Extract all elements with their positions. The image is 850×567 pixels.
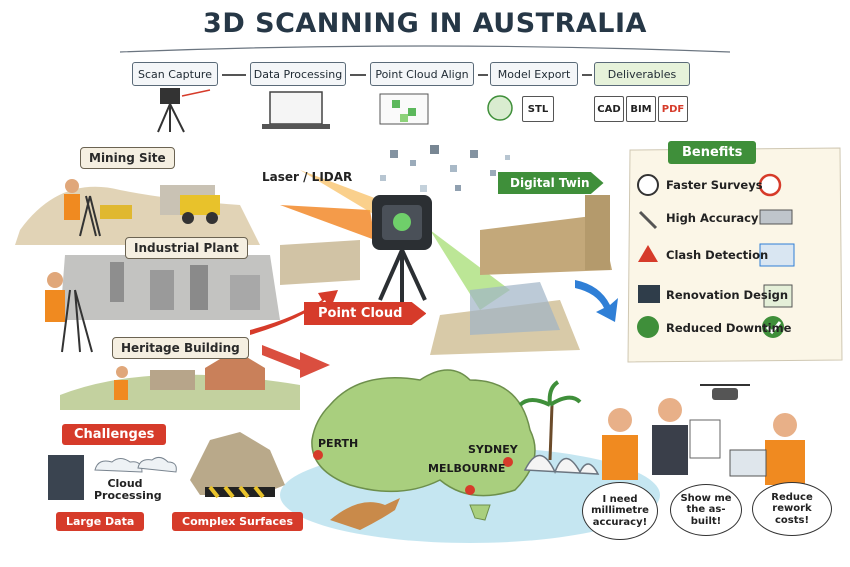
city-perth: PERTH xyxy=(318,437,359,450)
heritage-church xyxy=(480,215,612,275)
digital-twin-label: Digital Twin xyxy=(498,172,604,194)
dump-truck xyxy=(180,195,220,215)
flow-arrow-point-cloud xyxy=(250,290,338,335)
rock-pile xyxy=(190,432,285,495)
person-suit xyxy=(652,425,688,475)
3d-model-icon xyxy=(487,95,513,121)
cad-file-icon: CAD xyxy=(594,96,624,122)
point-cloud-particles xyxy=(380,145,510,192)
step-point-cloud-align: Point Cloud Align xyxy=(370,62,474,86)
benefit-renovation-design: Renovation Design xyxy=(666,288,789,302)
bim-file-icon: BIM xyxy=(626,96,656,122)
quote-bubble-accuracy: I need millimetre accuracy! xyxy=(582,482,658,540)
workflow-arrow xyxy=(582,74,592,76)
blue-flow-arrow xyxy=(575,280,618,322)
workflow-arrow xyxy=(478,74,488,76)
benefits-panel xyxy=(627,147,843,363)
kangaroo xyxy=(330,498,400,530)
benefit-high-accuracy: High Accuracy xyxy=(666,211,759,225)
pin-sydney xyxy=(503,457,513,467)
laptop-icon xyxy=(269,91,323,125)
pdf-file-icon: PDF xyxy=(658,96,688,122)
workflow-arrow xyxy=(222,74,246,76)
australia-map xyxy=(311,369,536,497)
opera-house xyxy=(523,454,600,475)
banner-mining-site: Mining Site xyxy=(80,147,175,169)
challenges-title: Challenges xyxy=(62,424,167,445)
pin-perth xyxy=(313,450,323,460)
benefit-reduced-downtime: Reduced Downtime xyxy=(666,321,792,335)
tripod-scanner-icon xyxy=(160,88,180,104)
server-rack xyxy=(48,455,84,500)
person-vr xyxy=(765,440,805,485)
step-scan-capture: Scan Capture xyxy=(132,62,218,86)
banner-heritage-building: Heritage Building xyxy=(112,337,249,359)
complex-surfaces-label: Complex Surfaces xyxy=(172,512,304,531)
benefits-title: Benefits xyxy=(668,141,757,164)
city-sydney: SYDNEY xyxy=(468,443,518,456)
benefit-faster-surveys: Faster Surveys xyxy=(666,178,763,192)
stl-file-icon: STL xyxy=(522,96,554,122)
quote-bubble-as-built: Show me the as-built! xyxy=(670,484,742,536)
person-engineer xyxy=(602,435,638,480)
large-data-label: Large Data xyxy=(56,512,145,531)
laser-ray xyxy=(280,205,375,240)
quote-bubble-rework: Reduce rework costs! xyxy=(752,482,832,536)
step-data-processing: Data Processing xyxy=(250,62,346,86)
banner-industrial-plant: Industrial Plant xyxy=(125,237,248,259)
step-deliverables: Deliverables xyxy=(594,62,690,86)
step-model-export: Model Export xyxy=(490,62,578,86)
drone-icon xyxy=(712,388,738,400)
cloud-processing-label: Cloud Processing xyxy=(94,477,162,503)
workflow-arrow xyxy=(350,74,366,76)
page-title: 3D SCANNING IN AUSTRALIA xyxy=(203,8,647,39)
benefit-clash-detection: Clash Detection xyxy=(666,248,769,262)
city-melbourne: MELBOURNE xyxy=(428,462,506,475)
laser-lidar-label: Laser / LIDAR xyxy=(262,170,353,184)
point-cloud-label: Point Cloud xyxy=(304,302,427,325)
pin-melbourne xyxy=(465,485,475,495)
